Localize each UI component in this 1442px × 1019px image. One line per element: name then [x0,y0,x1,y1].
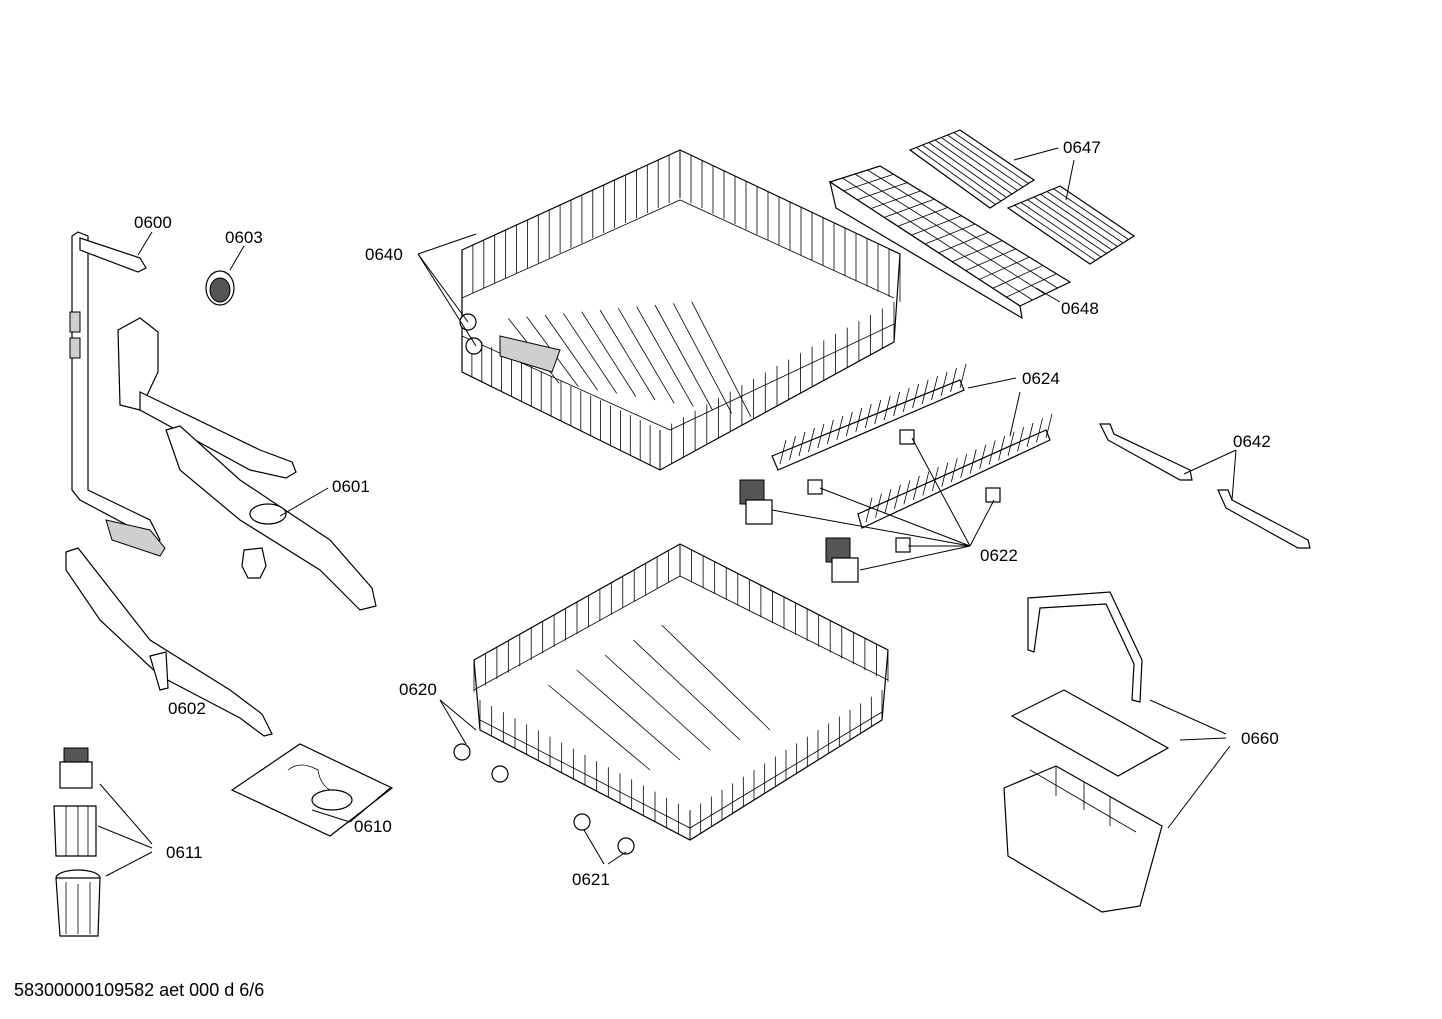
part-0622-clips [739,429,1001,583]
label-0622: 0622 [980,546,1018,565]
part-0603-filter-cap [205,270,235,306]
part-0648-cutlery-tray [828,165,1072,320]
label-0610: 0610 [354,817,392,836]
part-0602-lower-spray-arm [65,547,273,737]
part-0620-lower-basket [473,543,889,841]
label-0660: 0660 [1241,729,1279,748]
label-0648: 0648 [1061,299,1099,318]
label-0647: 0647 [1063,138,1101,157]
label-0624: 0624 [1022,369,1060,388]
label-0603: 0603 [225,228,263,247]
part-0640-upper-basket [459,149,901,471]
part-0660-cutlery-basket [1003,591,1170,913]
part-labels: 0600 0603 0640 0647 0648 0624 0642 0601 … [134,138,1279,889]
part-0624-tine-rows [771,363,1053,529]
label-0620: 0620 [399,680,437,699]
label-0601: 0601 [332,477,370,496]
leader-lines [97,147,1237,877]
part-0611-filter-set [53,747,101,937]
part-0647-cup-shelves [908,129,1136,265]
label-0611: 0611 [166,843,203,862]
part-0621-wheels [453,743,635,855]
part-0601-upper-spray-arm [117,317,377,611]
label-0600: 0600 [134,213,172,232]
part-0610-filter-plate [230,743,394,837]
label-0640: 0640 [365,245,403,264]
label-0621: 0621 [572,870,610,889]
document-code: 58300000109582 aet 000 d 6/6 [14,980,265,1000]
part-0600-supply-pipe [69,231,166,557]
label-0642: 0642 [1233,432,1271,451]
label-0602: 0602 [168,699,206,718]
part-0642-racks [1099,423,1311,549]
